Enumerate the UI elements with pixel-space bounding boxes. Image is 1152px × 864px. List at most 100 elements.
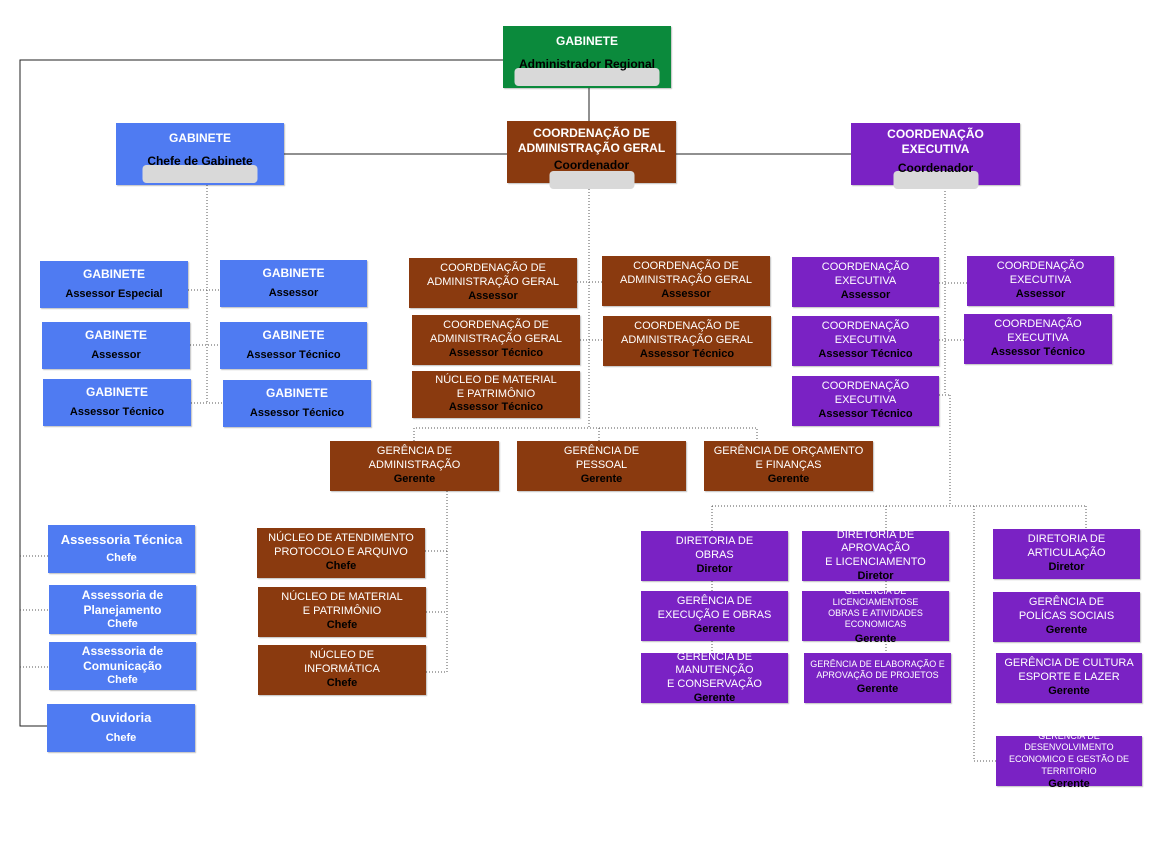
box-title: COORDENAÇÃO DE ADMINISTRAÇÃO GERAL — [619, 260, 753, 287]
assessoria-planejamento-box: Assessoria de Planejamento Chefe — [49, 585, 196, 634]
box-role: Diretor — [696, 562, 733, 575]
box-title: GABINETE — [168, 131, 231, 145]
box-role: Chefe — [107, 617, 138, 630]
box-title: GERÊNCIA DE ELABORAÇÃO E APROVAÇÃO DE PR… — [810, 658, 945, 681]
box-title: Assessoria de Comunicação — [81, 644, 164, 674]
box-title: GERÊNCIA DE PESSOAL — [563, 445, 640, 472]
box-role: Chefe — [326, 676, 358, 689]
box-title: NÚCLEO DE MATERIAL E PATRIMÔNIO — [281, 591, 403, 618]
box-role: Gerente — [1048, 777, 1090, 790]
box-title: COORDENAÇÃO DE ADMINISTRAÇÃO GERAL — [517, 126, 666, 155]
box-role: Assessor Técnico — [639, 347, 735, 360]
box-title: GERÊNCIA DE POLÍCAS SOCIAIS — [1018, 596, 1115, 623]
box-role: Chefe — [106, 552, 137, 565]
box-role: Assessor Técnico — [246, 349, 341, 362]
gabinete-assessor-tecnico-box-3: GABINETE Assessor Técnico — [223, 380, 371, 427]
cag-assessor-box-2: COORDENAÇÃO DE ADMINISTRAÇÃO GERAL Asses… — [602, 256, 770, 306]
box-title: GABINETE — [265, 386, 328, 401]
box-role: Chefe — [105, 732, 137, 745]
box-role: Coordenador — [897, 161, 974, 175]
assessoria-comunicacao-box: Assessoria de Comunicação Chefe — [49, 642, 196, 690]
box-title: GABINETE — [82, 267, 145, 282]
box-role: Assessor Técnico — [448, 346, 544, 359]
box-role: Gerente — [856, 683, 899, 696]
ce-assessor-tecnico-box-3: COORDENAÇÃO EXECUTIVA Assessor Técnico — [792, 376, 939, 426]
gabinete-assessor-especial-box: GABINETE Assessor Especial — [40, 261, 188, 308]
gabinete-chefe-box: GABINETE Chefe de Gabinete — [116, 123, 284, 185]
box-title: DIRETORIA DE ARTICULAÇÃO — [1027, 533, 1106, 560]
gerencia-orcamento-financas-box: GERÊNCIA DE ORÇAMENTO E FINANÇAS Gerente — [704, 441, 873, 491]
box-role: Assessor — [661, 287, 711, 300]
box-role: Assessor Técnico — [818, 347, 913, 360]
box-role: Gerente — [767, 472, 810, 485]
box-role: Gerente — [693, 622, 736, 635]
box-title: COORDENAÇÃO EXECUTIVA — [821, 320, 910, 347]
box-title: COORDENAÇÃO EXECUTIVA — [821, 261, 910, 288]
gerencia-licenciamento-box: GERÊNCIA DE LICENCIAMENTOSE OBRAS E ATIV… — [802, 586, 949, 645]
ce-assessor-box-1: COORDENAÇÃO EXECUTIVA Assessor — [792, 257, 939, 307]
cag-assessor-tecnico-box-1: COORDENAÇÃO DE ADMINISTRAÇÃO GERAL Asses… — [412, 315, 580, 365]
box-role: Chefe — [326, 618, 358, 631]
cag-nucleo-material-box: NÚCLEO DE MATERIAL E PATRIMÔNIO Assessor… — [412, 371, 580, 418]
gabinete-assessor-box-1: GABINETE Assessor — [220, 260, 367, 307]
box-role: Coordenador — [553, 158, 630, 172]
box-title: GERÊNCIA DE CULTURA ESPORTE E LAZER — [1004, 657, 1134, 684]
box-role: Assessor Técnico — [448, 401, 544, 414]
gerencia-pessoal-box: GERÊNCIA DE PESSOAL Gerente — [517, 441, 686, 491]
box-title: COORDENAÇÃO DE ADMINISTRAÇÃO GERAL — [426, 262, 560, 289]
box-role: Assessor Especial — [65, 288, 163, 301]
box-role: Gerente — [854, 632, 897, 645]
box-title: GERÊNCIA DE DESENVOLVIMENTO ECONOMICO E … — [1008, 730, 1129, 776]
nucleo-informatica-box: NÚCLEO DE INFORMÁTICA Chefe — [258, 645, 426, 695]
box-role: Assessor — [468, 289, 518, 302]
role-pill — [514, 68, 660, 86]
gerencia-execucao-obras-box: GERÊNCIA DE EXECUÇÃO E OBRAS Gerente — [641, 591, 788, 641]
gerencia-elaboracao-projetos-box: GERÊNCIA DE ELABORAÇÃO E APROVAÇÃO DE PR… — [804, 653, 951, 703]
box-role: Chefe de Gabinete — [147, 154, 253, 168]
box-role: Gerente — [580, 472, 623, 485]
box-role: Administrador Regional — [518, 57, 655, 71]
box-role: Diretor — [1048, 560, 1085, 573]
box-role: Diretor — [857, 569, 894, 582]
box-title: GERÊNCIA DE EXECUÇÃO E OBRAS — [657, 595, 772, 622]
gerencia-desenvolvimento-economico-box: GERÊNCIA DE DESENVOLVIMENTO ECONOMICO E … — [996, 731, 1142, 790]
box-title: GABINETE — [262, 266, 325, 281]
box-role: Assessor — [1015, 287, 1066, 300]
connector-cag-ger — [413, 427, 758, 441]
gabinete-assessor-box-2: GABINETE Assessor — [42, 322, 190, 369]
ce-assessor-tecnico-box-1: COORDENAÇÃO EXECUTIVA Assessor Técnico — [792, 316, 939, 366]
box-role: Assessor Técnico — [69, 406, 165, 419]
role-pill — [549, 171, 634, 189]
diretoria-obras-box: DIRETORIA DE OBRAS Diretor — [641, 531, 788, 581]
box-title: GERÊNCIA DE LICENCIAMENTOSE OBRAS E ATIV… — [828, 585, 923, 630]
diretoria-articulacao-box: DIRETORIA DE ARTICULAÇÃO Diretor — [993, 529, 1140, 579]
box-role: Assessor — [840, 288, 891, 301]
nucleo-material-patrimonio-box: NÚCLEO DE MATERIAL E PATRIMÔNIO Chefe — [258, 587, 426, 637]
box-title: COORDENAÇÃO DE ADMINISTRAÇÃO GERAL — [429, 319, 563, 346]
assessoria-tecnica-box: Assessoria Técnica Chefe — [48, 525, 195, 573]
nucleo-atendimento-box: NÚCLEO DE ATENDIMENTO PROTOCOLO E ARQUIV… — [257, 528, 425, 578]
connector-top-left — [19, 59, 503, 727]
box-title: GABINETE — [85, 385, 148, 400]
box-title: COORDENAÇÃO EXECUTIVA — [996, 260, 1085, 287]
box-title: GABINETE — [555, 34, 618, 48]
coordenacao-administracao-geral-box: COORDENAÇÃO DE ADMINISTRAÇÃO GERAL Coord… — [507, 121, 676, 189]
ce-assessor-box-2: COORDENAÇÃO EXECUTIVA Assessor — [967, 256, 1114, 306]
box-title: GERÊNCIA DE ADMINISTRAÇÃO — [368, 445, 461, 472]
gerencia-cultura-esporte-lazer-box: GERÊNCIA DE CULTURA ESPORTE E LAZER Gere… — [996, 653, 1142, 703]
box-role: Assessor Técnico — [818, 407, 913, 420]
coordenacao-executiva-box: COORDENAÇÃO EXECUTIVA Coordenador — [851, 123, 1020, 189]
cag-assessor-tecnico-box-2: COORDENAÇÃO DE ADMINISTRAÇÃO GERAL Asses… — [603, 316, 771, 366]
gabinete-assessor-tecnico-box-1: GABINETE Assessor Técnico — [220, 322, 367, 369]
box-title: GERÊNCIA DE ORÇAMENTO E FINANÇAS — [713, 445, 864, 472]
box-title: NÚCLEO DE ATENDIMENTO PROTOCOLO E ARQUIV… — [268, 532, 414, 559]
role-pill — [142, 165, 258, 183]
box-title: DIRETORIA DE OBRAS — [675, 535, 754, 562]
box-title: COORDENAÇÃO EXECUTIVA — [821, 380, 910, 407]
cag-assessor-box-1: COORDENAÇÃO DE ADMINISTRAÇÃO GERAL Asses… — [409, 258, 577, 308]
box-title: Assessoria Técnica — [60, 532, 183, 547]
box-role: Assessor — [91, 349, 141, 362]
box-role: Gerente — [393, 472, 436, 485]
box-title: NÚCLEO DE INFORMÁTICA — [304, 649, 380, 676]
